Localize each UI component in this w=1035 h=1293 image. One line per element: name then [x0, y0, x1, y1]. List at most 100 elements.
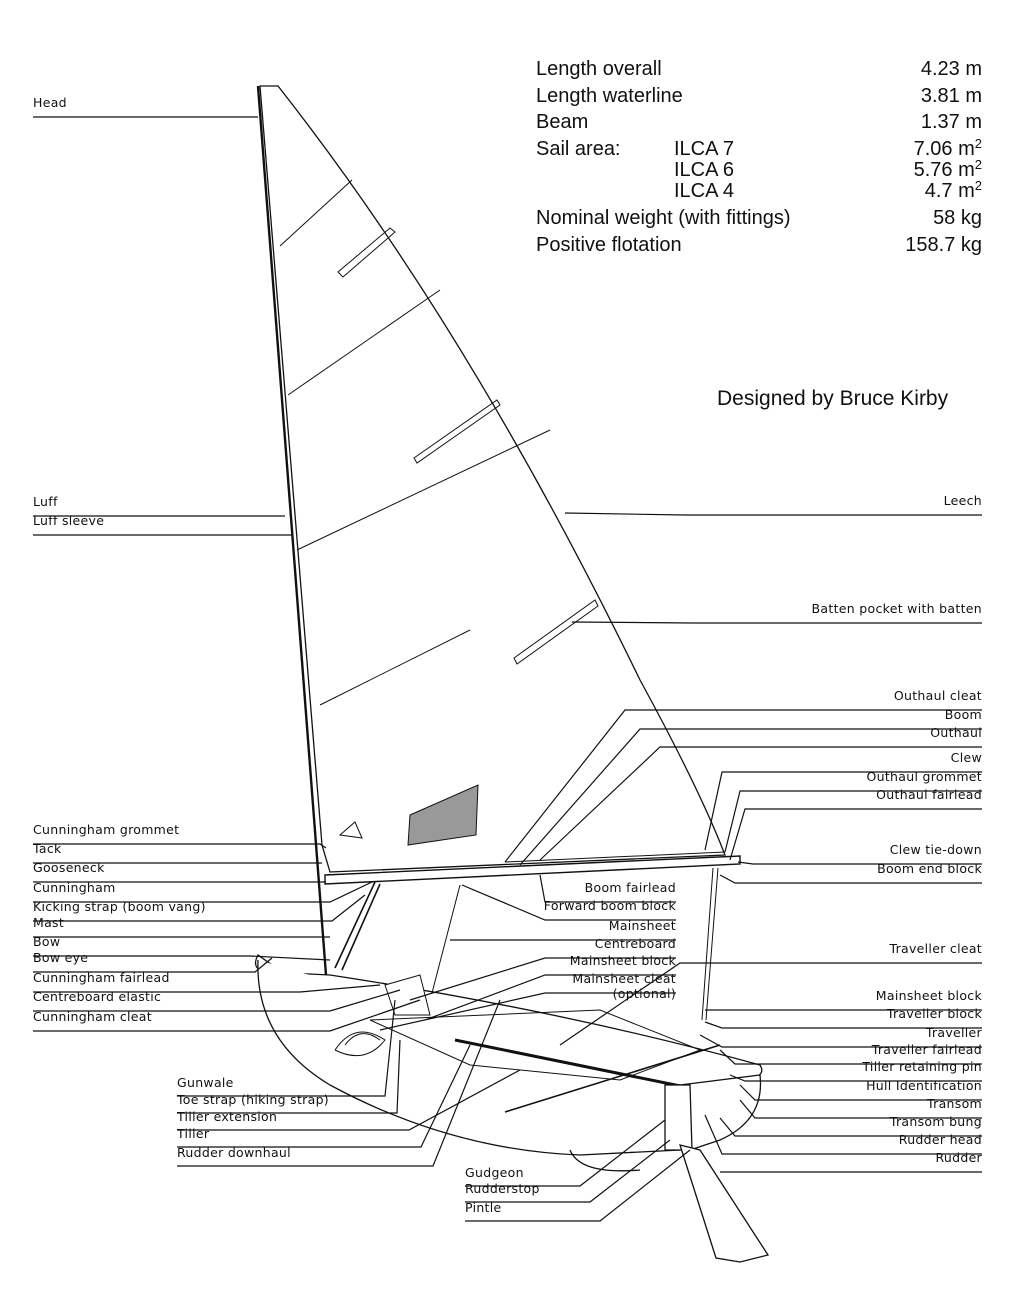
leader-line — [739, 1099, 982, 1119]
sail-logo — [338, 821, 363, 839]
spec-label: Length waterline — [536, 85, 683, 107]
callout-label: Toe strap (hiking strap) — [177, 1092, 329, 1107]
coiled-rope — [334, 1031, 386, 1057]
spec-value: 7.06 m2 — [913, 136, 982, 160]
callout-label: Boom end block — [877, 861, 982, 876]
callout-label: Mainsheet block — [875, 988, 982, 1003]
leader-line — [504, 709, 982, 863]
leader-line — [33, 843, 327, 849]
callout-label: Bow — [33, 934, 61, 949]
leader-line — [177, 999, 501, 1167]
leader-line — [519, 728, 982, 866]
callout-label: Cunningham fairlead — [33, 970, 170, 985]
leader-line — [719, 874, 982, 884]
leader-line — [729, 808, 982, 861]
callout-label: Boom — [944, 707, 982, 722]
centreboard — [384, 974, 431, 1016]
spec-class: ILCA 7 — [674, 138, 735, 160]
leader-line — [719, 1049, 982, 1065]
spec-unit-exponent: 2 — [974, 157, 982, 172]
callout-label: Cunningham — [33, 880, 116, 895]
callout-label: Mainsheet block — [569, 953, 676, 968]
callout-label: Cunningham grommet — [33, 822, 180, 837]
callout-label: Rudderstop — [465, 1181, 540, 1196]
leader-line — [739, 1084, 982, 1101]
tiller-extension — [504, 1044, 721, 1113]
rudder-blade — [679, 1144, 770, 1263]
callout-label: Outhaul cleat — [893, 688, 982, 703]
callout-label: Cunningham cleat — [33, 1009, 152, 1024]
leader-line — [33, 989, 401, 1012]
leader-line — [177, 999, 396, 1097]
transom — [679, 1074, 762, 1151]
spec-label: Length overall — [536, 58, 662, 80]
spec-value: 3.81 m — [921, 85, 982, 107]
callout-label: Boom fairlead — [584, 880, 676, 895]
hull-bottom — [569, 1149, 641, 1172]
spec-value-text: 1.37 m — [920, 111, 982, 133]
sail-window — [407, 784, 479, 846]
leader-line — [699, 1034, 982, 1048]
spec-value: 158.7 kg — [905, 234, 982, 256]
callout-label: Pintle — [465, 1200, 502, 1215]
spec-value: 1.37 m — [921, 111, 982, 133]
leader-line — [704, 1114, 982, 1155]
spec-label: Nominal weight (with fittings) — [536, 207, 791, 229]
spec-class: ILCA 4 — [674, 180, 735, 202]
leader-line — [424, 974, 676, 1021]
spec-unit-exponent: 2 — [974, 178, 982, 193]
spec-value: 4.23 m — [921, 58, 982, 80]
callout-label: Tiller retaining pin — [862, 1059, 982, 1074]
spec-value: 5.76 m2 — [913, 157, 982, 181]
callout-label: Kicking strap (boom vang) — [33, 899, 206, 914]
callout-label: Outhaul fairlead — [876, 787, 982, 802]
callout-label: Centreboard — [594, 936, 676, 951]
designer-credit: Designed by Bruce Kirby — [717, 387, 949, 410]
callout-label: Luff sleeve — [33, 513, 105, 528]
callout-label: Outhaul — [930, 725, 982, 740]
callout-label: Mainsheet — [608, 918, 676, 933]
spec-label: Positive flotation — [536, 234, 682, 256]
spec-value: 4.7 m2 — [925, 178, 982, 202]
callout-label: Bow eye — [33, 950, 89, 965]
spec-unit-exponent: 2 — [974, 136, 982, 151]
callout-label: Mainsheet cleat — [572, 971, 676, 986]
callout-label: Gunwale — [177, 1075, 234, 1090]
callout-label: Leech — [943, 493, 982, 508]
leader-line — [379, 992, 676, 1031]
spec-value-text: 7.06 m — [913, 138, 975, 160]
callout-label: Tack — [33, 841, 62, 856]
leader-line — [33, 955, 331, 961]
callout-label: Gooseneck — [33, 860, 105, 875]
spec-value: 58 kg — [933, 207, 982, 229]
spec-label: Beam — [536, 111, 589, 133]
spec-value-text: 58 kg — [933, 207, 982, 229]
spec-value-text: 5.76 m — [913, 159, 975, 181]
spec-value-text: 3.81 m — [920, 85, 982, 107]
hull-side — [257, 959, 691, 1156]
leader-line — [465, 1139, 671, 1203]
callout-label: Rudder downhaul — [177, 1145, 291, 1160]
kicking-strap — [334, 881, 381, 971]
leader-line — [465, 1119, 666, 1187]
leader-line — [461, 884, 676, 921]
leader-line — [729, 1074, 982, 1082]
battens — [279, 179, 599, 706]
outhaul-line — [504, 851, 726, 863]
leader-line — [465, 1149, 691, 1222]
callout-label: Luff — [33, 494, 58, 509]
callout-label: Traveller cleat — [889, 941, 982, 956]
leader-line — [33, 999, 421, 1032]
spec-value-text: 4.23 m — [920, 58, 982, 80]
leader-line — [559, 962, 982, 1046]
callout-label: Rudder — [935, 1150, 982, 1165]
callout-label: Head — [33, 95, 67, 110]
callout-label: (optional) — [612, 986, 676, 1001]
callout-label: Tiller — [177, 1126, 210, 1141]
tiller — [454, 1038, 701, 1092]
leader-line — [564, 512, 982, 516]
leader-line — [704, 771, 982, 851]
callout-label: Batten pocket with batten — [811, 601, 982, 616]
callout-label: Clew tie-down — [889, 842, 982, 857]
